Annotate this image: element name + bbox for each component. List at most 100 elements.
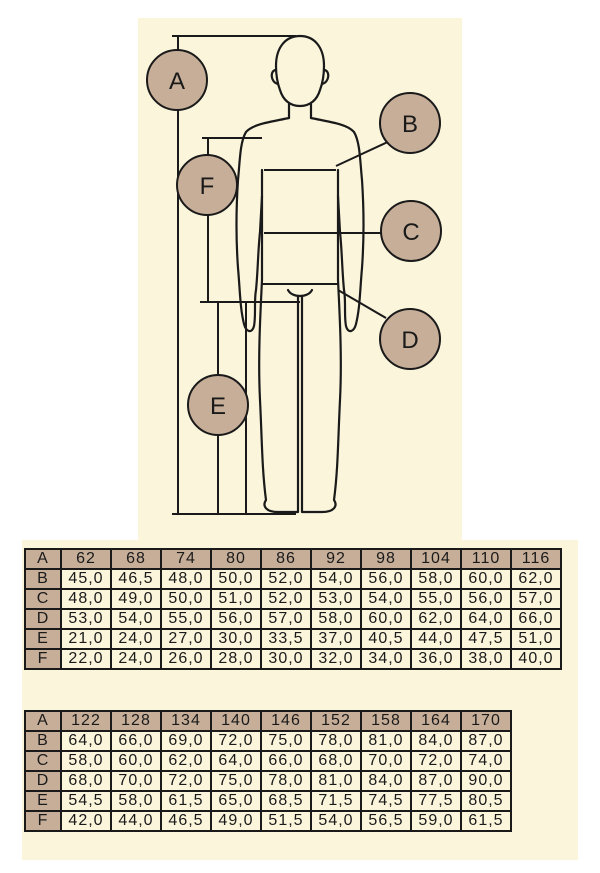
size-header-cell: 152 — [310, 710, 362, 732]
measurement-cell: 49,0 — [110, 588, 162, 610]
measurement-cell: 46,5 — [110, 568, 162, 590]
measurement-cell: 48,0 — [60, 588, 112, 610]
measurement-cell: 54,5 — [60, 790, 112, 812]
measurement-cell: 64,0 — [60, 730, 112, 752]
size-header-cell: 98 — [360, 548, 412, 570]
measure-label-c: C — [380, 200, 442, 262]
measurement-cell: 27,0 — [160, 628, 212, 650]
measurement-cell: 68,0 — [60, 770, 112, 792]
measurement-cell: 51,0 — [510, 628, 562, 650]
measurement-cell: 54,0 — [110, 608, 162, 630]
size-header-cell: 158 — [360, 710, 412, 732]
size-header-cell: 170 — [460, 710, 512, 732]
measurement-cell: 58,0 — [110, 790, 162, 812]
measurement-cell: 59,0 — [410, 810, 462, 832]
measurement-cell: 66,0 — [260, 750, 312, 772]
measurement-cell: 57,0 — [510, 588, 562, 610]
measurement-cell: 36,0 — [410, 648, 462, 670]
measurement-cell: 65,0 — [210, 790, 262, 812]
measure-label-e: E — [187, 374, 249, 436]
measurement-cell: 64,0 — [210, 750, 262, 772]
measurement-cell: 34,0 — [360, 648, 412, 670]
measurement-cell: 40,5 — [360, 628, 412, 650]
measurement-cell: 68,5 — [260, 790, 312, 812]
measure-letter: E — [210, 393, 226, 420]
measurement-cell: 47,5 — [460, 628, 512, 650]
measurement-cell: 58,0 — [60, 750, 112, 772]
measurement-cell: 33,5 — [260, 628, 312, 650]
size-header-cell: 134 — [160, 710, 212, 732]
measurement-cell: 58,0 — [310, 608, 362, 630]
measurement-cell: 53,0 — [310, 588, 362, 610]
row-label: C — [24, 750, 62, 772]
measurement-cell: 61,5 — [460, 810, 512, 832]
measurement-cell: 30,0 — [260, 648, 312, 670]
ear-left — [270, 68, 280, 86]
measure-label-a: A — [146, 49, 208, 111]
size-header-cell: 140 — [210, 710, 262, 732]
measurement-cell: 74,0 — [460, 750, 512, 772]
measurement-cell: 72,0 — [210, 730, 262, 752]
row-label: D — [24, 770, 62, 792]
measurement-cell: 84,0 — [360, 770, 412, 792]
measurement-cell: 72,0 — [160, 770, 212, 792]
measurement-cell: 53,0 — [60, 608, 112, 630]
measurement-cell: 87,0 — [410, 770, 462, 792]
measure-label-b: B — [379, 92, 441, 154]
measurement-cell: 61,5 — [160, 790, 212, 812]
measurement-cell: 81,0 — [310, 770, 362, 792]
row-label: B — [24, 568, 62, 590]
measurement-cell: 30,0 — [210, 628, 262, 650]
size-header-cell: 68 — [110, 548, 162, 570]
measurement-cell: 42,0 — [60, 810, 112, 832]
crotch-outline — [286, 288, 314, 298]
measurement-cell: 64,0 — [460, 608, 512, 630]
head-outline — [274, 34, 326, 108]
measurement-cell: 44,0 — [410, 628, 462, 650]
measurement-cell: 46,5 — [160, 810, 212, 832]
measurement-cell: 52,0 — [260, 568, 312, 590]
measure-letter: A — [169, 68, 185, 95]
corner-label: A — [24, 710, 62, 732]
size-header-cell: 62 — [60, 548, 112, 570]
measure-letter: B — [402, 111, 418, 138]
measurement-cell: 49,0 — [210, 810, 262, 832]
row-label: B — [24, 730, 62, 752]
measurement-cell: 84,0 — [410, 730, 462, 752]
measurement-cell: 56,0 — [460, 588, 512, 610]
measurement-cell: 60,0 — [110, 750, 162, 772]
measurement-cell: 70,0 — [360, 750, 412, 772]
measurement-cell: 26,0 — [160, 648, 212, 670]
measurement-cell: 40,0 — [510, 648, 562, 670]
measurement-cell: 81,0 — [360, 730, 412, 752]
measurement-cell: 66,0 — [110, 730, 162, 752]
measurement-cell: 44,0 — [110, 810, 162, 832]
measurement-cell: 90,0 — [460, 770, 512, 792]
row-label: C — [24, 588, 62, 610]
neck-outline — [287, 102, 313, 120]
size-header-cell: 86 — [260, 548, 312, 570]
row-label: F — [24, 810, 62, 832]
measure-label-d: D — [379, 308, 441, 370]
measurement-cell: 50,0 — [160, 588, 212, 610]
measurement-cell: 56,0 — [210, 608, 262, 630]
size-header-cell: 164 — [410, 710, 462, 732]
measurement-cell: 62,0 — [160, 750, 212, 772]
measurement-cell: 48,0 — [160, 568, 212, 590]
measurement-cell: 51,5 — [260, 810, 312, 832]
measurement-cell: 74,5 — [360, 790, 412, 812]
measurement-cell: 56,5 — [360, 810, 412, 832]
measurement-cell: 54,0 — [360, 588, 412, 610]
body-outline-diagram: A B C D E F — [146, 34, 442, 515]
